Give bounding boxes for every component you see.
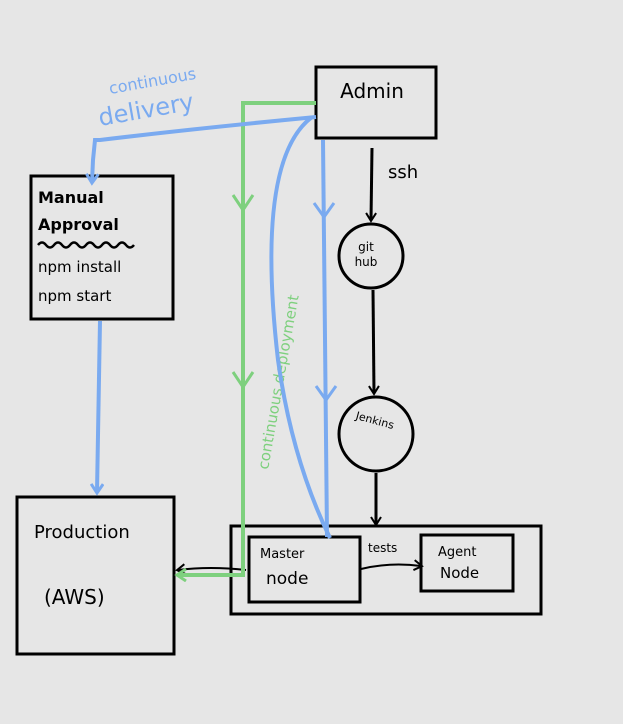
master-node-label-line1: Master — [260, 547, 305, 562]
ssh-arrow — [365, 147, 377, 223]
master-node-label-line2: node — [266, 569, 308, 589]
github-label-line1: git — [358, 240, 374, 254]
squiggle-underline — [37, 241, 135, 249]
admin-to-master-curve — [269, 115, 332, 539]
tests-arrow — [360, 559, 424, 571]
green-chevron-2 — [231, 371, 255, 390]
agent-node-label-line1: Agent — [438, 545, 476, 560]
manual-approval-label-line2: Approval — [38, 215, 119, 234]
npm-install-label: npm install — [38, 258, 121, 276]
green-chevron-1 — [231, 194, 255, 213]
admin-to-master-line — [321, 139, 329, 538]
agent-node-label-line2: Node — [440, 564, 479, 582]
blue-chevron-2 — [314, 385, 338, 403]
manual-approval-box — [29, 174, 175, 321]
jenkins-node — [337, 395, 415, 473]
admin-label: Admin — [340, 79, 404, 103]
agent-node-box — [419, 533, 515, 593]
master-node-box — [247, 535, 362, 604]
npm-start-label: npm start — [38, 287, 111, 305]
ssh-label: ssh — [388, 162, 418, 183]
github-node — [337, 222, 405, 290]
continuous-deployment-path — [178, 101, 316, 575]
production-label-line1: Production — [34, 522, 130, 543]
production-box — [15, 495, 176, 656]
master-to-production-arrow — [175, 563, 247, 576]
github-to-jenkins-arrow — [368, 289, 380, 396]
approval-to-production-arrow — [97, 320, 100, 492]
production-label-line2: (AWS) — [44, 585, 105, 609]
manual-approval-label-line1: Manual — [38, 188, 104, 207]
github-label-line2: hub — [355, 255, 378, 269]
jenkins-label: Jenkins — [353, 409, 395, 432]
jenkins-cluster-box — [229, 524, 543, 616]
blue-chevron-1 — [312, 202, 336, 220]
tests-label: tests — [368, 541, 397, 555]
continuous-delivery-path — [92, 115, 317, 182]
